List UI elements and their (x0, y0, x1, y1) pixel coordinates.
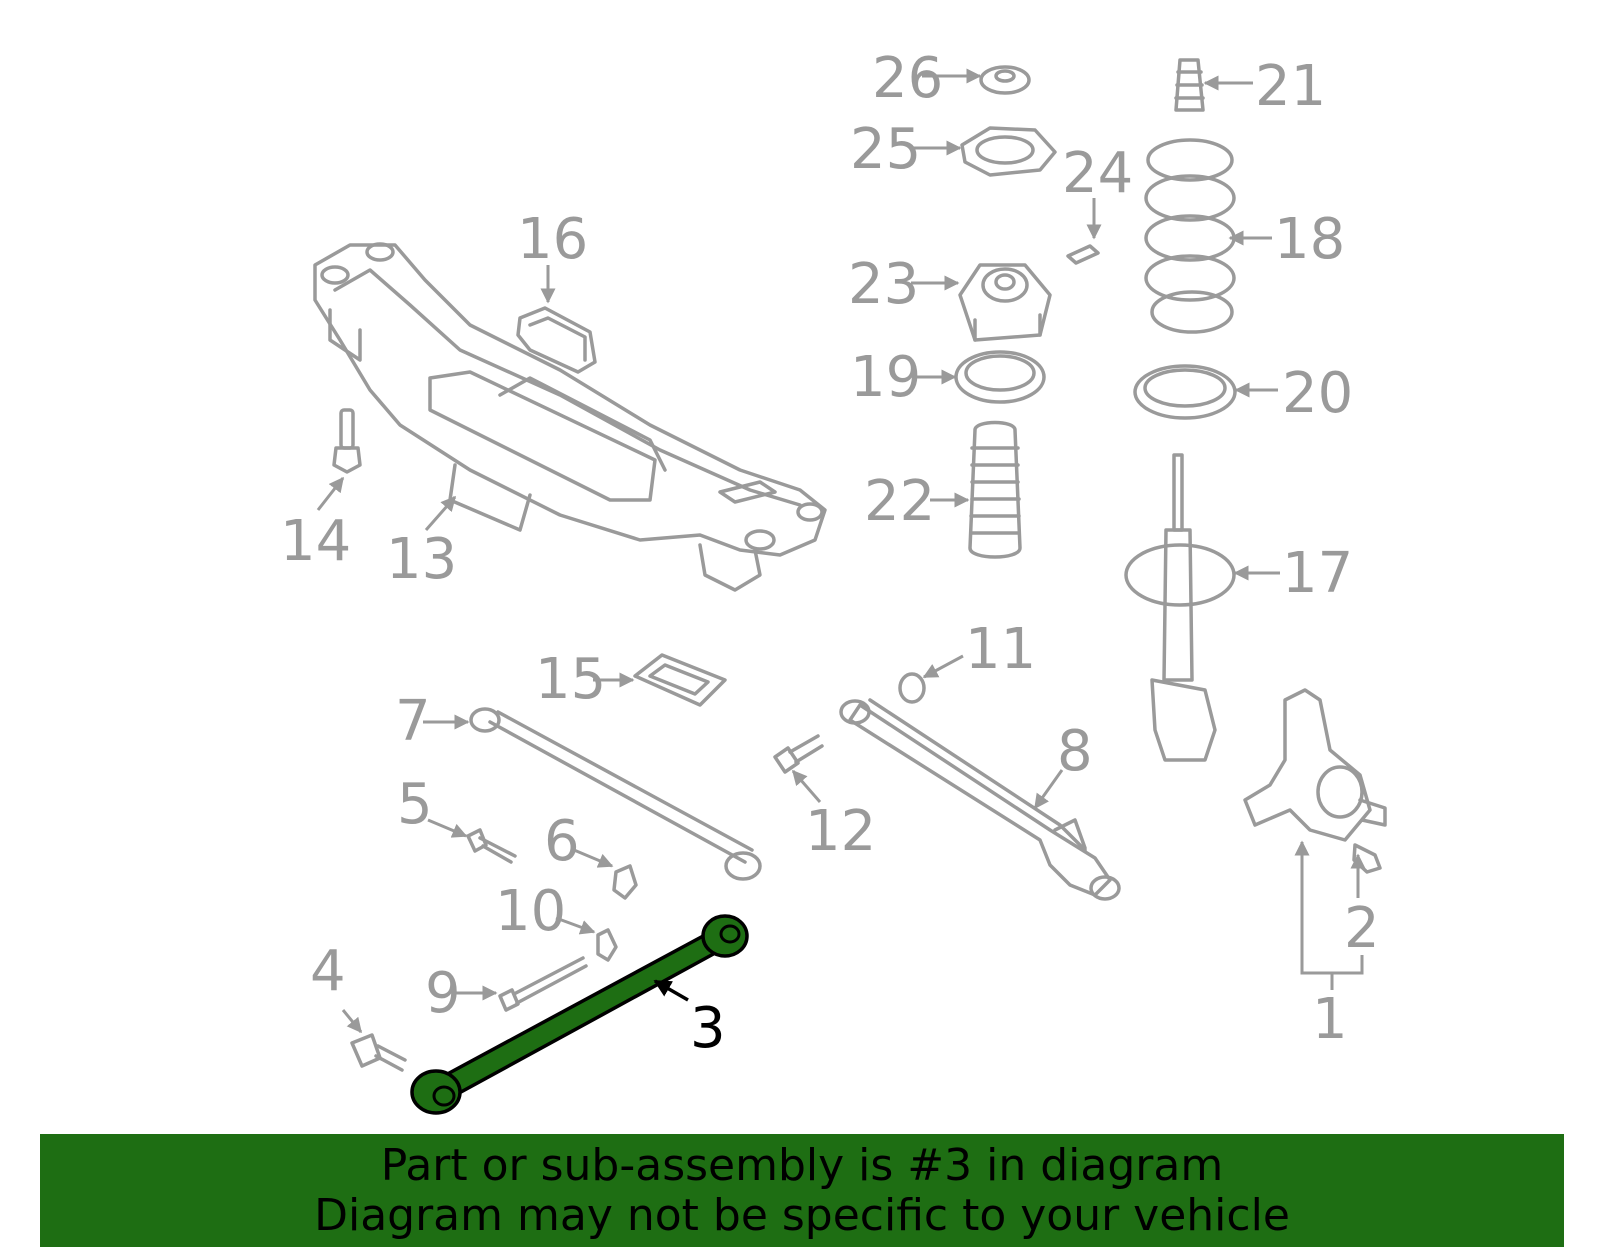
bolt-part-9 (498, 956, 588, 1012)
callout-2: 2 (1344, 896, 1380, 961)
leader-lines (316, 68, 1366, 1034)
callout-24: 24 (1062, 141, 1133, 206)
strut-mount-part-23 (958, 263, 1052, 342)
spring-seat-part-20 (1133, 364, 1237, 420)
callout-23: 23 (848, 252, 919, 317)
washer-part-10 (596, 928, 618, 962)
callout-labels: 1 2 3 4 5 6 7 8 9 10 11 12 13 14 15 16 1… (280, 46, 1380, 1061)
bolt-part-5 (466, 828, 517, 864)
strut-part-17 (1124, 453, 1236, 762)
callout-5: 5 (397, 772, 433, 837)
bolt-part-4 (350, 1033, 407, 1072)
callout-15: 15 (535, 647, 606, 712)
nut-part-26 (979, 65, 1031, 95)
callout-25: 25 (850, 117, 921, 182)
dust-boot-part-22 (968, 420, 1022, 559)
seat-part-19 (954, 350, 1046, 404)
callout-7: 7 (395, 689, 431, 754)
callout-11: 11 (965, 617, 1036, 682)
banner-line-2: Diagram may not be specific to your vehi… (314, 1189, 1290, 1241)
bolt-part-14 (332, 408, 362, 474)
callout-6: 6 (544, 809, 580, 874)
banner-line-1: Part or sub-assembly is #3 in diagram (380, 1139, 1224, 1191)
callout-10: 10 (495, 879, 566, 944)
arm-part-8 (839, 698, 1121, 901)
callout-4: 4 (310, 939, 346, 1004)
callout-18: 18 (1274, 207, 1345, 272)
link-part-3-highlighted (410, 914, 749, 1115)
callout-1: 1 (1312, 987, 1348, 1052)
callout-12: 12 (805, 799, 876, 864)
plate-part-15 (633, 653, 727, 707)
callout-19: 19 (850, 345, 921, 410)
callout-26: 26 (872, 46, 943, 111)
link-part-7 (469, 707, 762, 881)
callout-14: 14 (280, 509, 351, 574)
bolt-part-12 (773, 734, 824, 774)
callout-22: 22 (864, 469, 935, 534)
knuckle-part-1 (1243, 688, 1387, 842)
washer-part-6 (612, 864, 638, 900)
callout-3: 3 (690, 996, 726, 1061)
callout-9: 9 (425, 961, 461, 1026)
callout-20: 20 (1282, 361, 1353, 426)
bushing-part-11 (898, 672, 926, 704)
bushing-part-16 (516, 306, 597, 374)
callout-13: 13 (386, 527, 457, 592)
bump-stop-part-21 (1174, 58, 1205, 112)
info-banner: Part or sub-assembly is #3 in diagram Di… (40, 1134, 1564, 1247)
crossmember-part-13 (313, 242, 827, 592)
coil-spring-part-18 (1144, 138, 1236, 334)
plate-part-25 (960, 126, 1057, 177)
callout-8: 8 (1057, 719, 1093, 784)
callout-17: 17 (1282, 541, 1353, 606)
clip-part-24 (1066, 244, 1100, 265)
callout-21: 21 (1255, 54, 1326, 119)
callout-16: 16 (517, 207, 588, 272)
